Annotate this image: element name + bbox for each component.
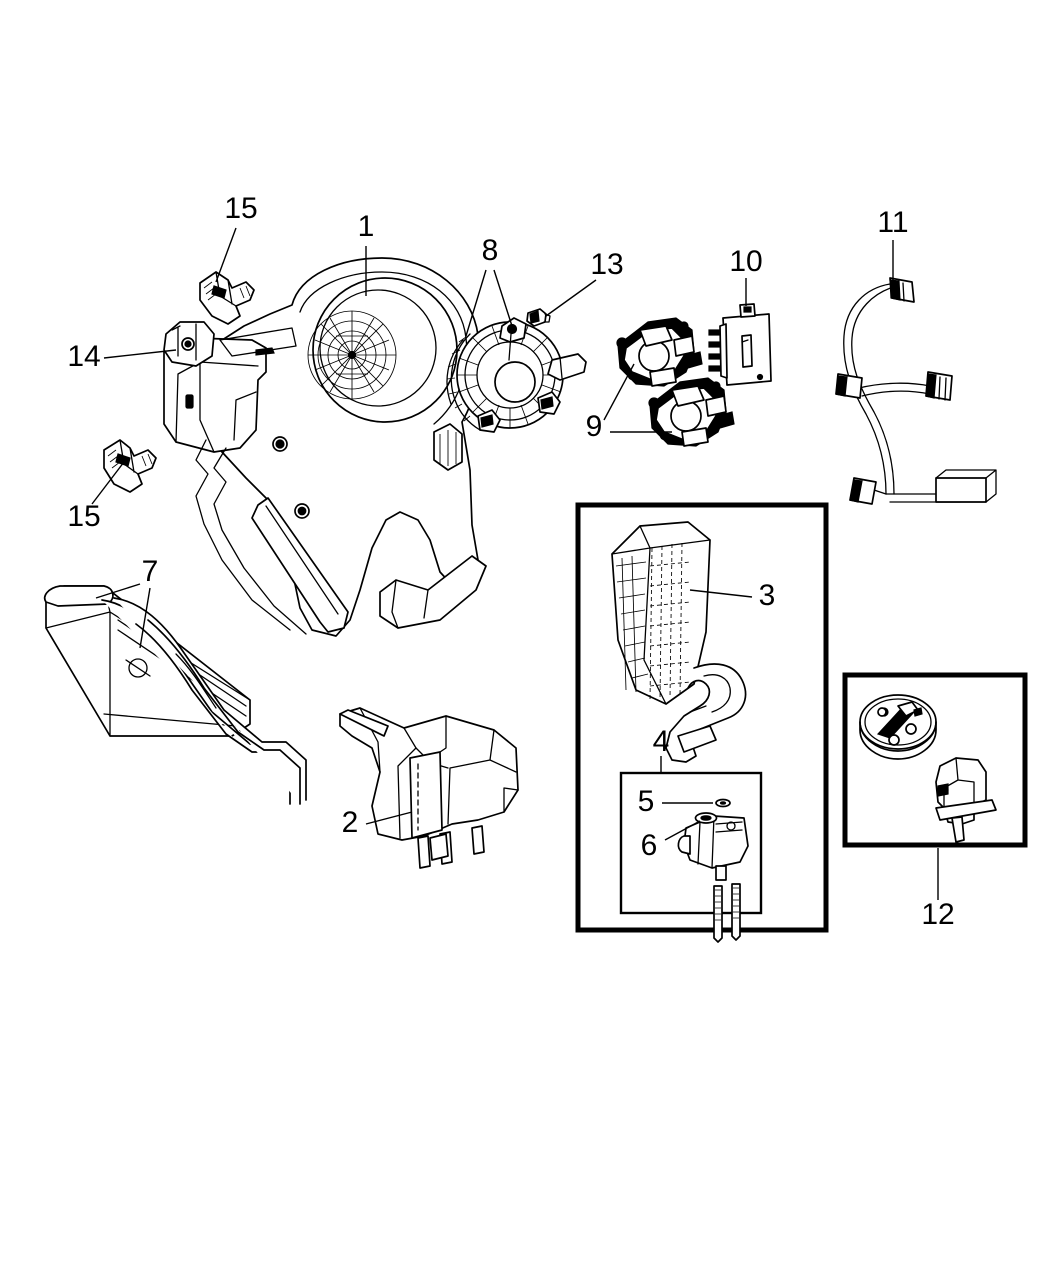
callout-7: 7 — [142, 555, 159, 588]
callout-1: 1 — [358, 210, 375, 243]
leader-15a — [215, 227, 237, 283]
leader-2 — [365, 811, 413, 825]
leader-8a — [465, 269, 487, 337]
part-screw — [526, 308, 551, 327]
callout-9: 9 — [586, 410, 603, 443]
leader-14 — [103, 349, 177, 359]
leader-7b — [139, 587, 151, 649]
part-door-actuator-motor-upper — [616, 317, 703, 387]
part-seal-o-ring-large — [694, 812, 718, 824]
part-housing-cover-duct — [339, 707, 519, 869]
callout-3: 3 — [759, 579, 776, 612]
callout-10: 10 — [729, 245, 762, 278]
callout-6: 6 — [641, 829, 658, 862]
callout-12: 12 — [921, 898, 954, 931]
part-blower-motor-wheel — [446, 317, 587, 433]
part-sensor-probe-lower — [103, 439, 157, 493]
part-mounting-bracket — [935, 757, 997, 843]
callout-13: 13 — [590, 248, 623, 281]
callout-2: 2 — [342, 806, 359, 839]
part-sensor-probe-upper — [199, 271, 255, 325]
callout-15-lower: 15 — [67, 500, 100, 533]
leader-7a — [95, 583, 141, 599]
callout-11: 11 — [877, 206, 908, 239]
leader-15b — [91, 461, 125, 505]
callout-8: 8 — [482, 234, 499, 267]
leader-13 — [545, 279, 597, 317]
callout-5: 5 — [638, 785, 655, 818]
leader-3 — [689, 589, 753, 598]
part-seal-o-ring-small — [715, 798, 731, 808]
part-heater-core — [43, 585, 307, 805]
plug-bracket-box — [842, 672, 1028, 848]
part-blower-power-module — [708, 303, 772, 386]
part-plug-disc — [859, 694, 937, 760]
callout-4: 4 — [653, 725, 670, 758]
part-blower-housing-assembly — [163, 257, 487, 637]
callout-numbers: 1 2 3 4 5 6 7 8 9 10 11 12 13 14 15 15 — [67, 192, 954, 931]
part-mounting-clip — [171, 325, 181, 331]
part-door-actuator-motor-lower — [648, 377, 735, 447]
part-expansion-valve — [677, 815, 749, 943]
leader-8b — [493, 269, 513, 327]
callout-14: 14 — [67, 340, 100, 373]
leader-9a — [603, 363, 635, 421]
leader-lines — [91, 227, 939, 900]
leader-6 — [664, 820, 701, 841]
part-wiring-harness — [835, 277, 997, 505]
part-evaporator-core — [611, 521, 747, 763]
callout-15-upper: 15 — [224, 192, 257, 225]
